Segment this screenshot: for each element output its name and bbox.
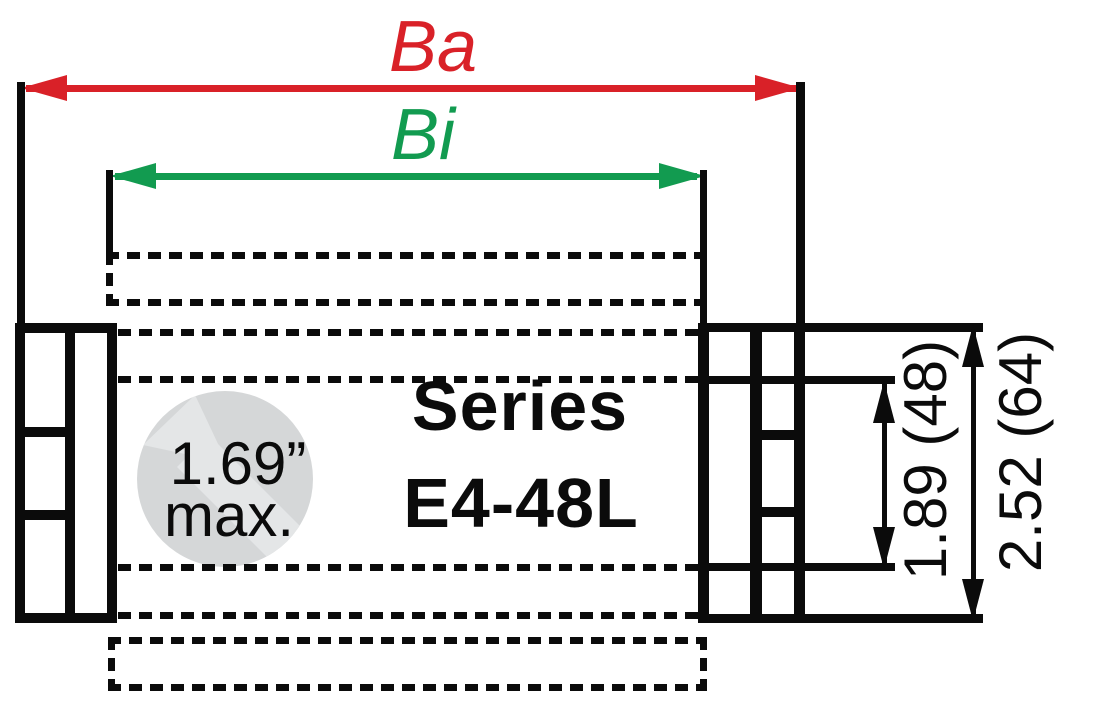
ba-extension-line-left <box>17 82 25 333</box>
bi-dimension-line <box>115 173 697 180</box>
right-band-middle-edge <box>750 323 762 623</box>
top-dashed-crossbar-bottom-line <box>106 299 707 306</box>
bi-dimension-label: Bi <box>391 95 456 175</box>
watermark-arrow-icon <box>143 395 313 567</box>
left-band-outer-edge <box>15 323 25 623</box>
inner-note-value: 1.69” <box>169 430 307 497</box>
inner-height-arrowhead-up-icon <box>873 381 895 423</box>
ba-arrowhead-right-icon <box>755 75 801 101</box>
outer-height-arrowhead-up-icon <box>962 325 984 367</box>
bi-extension-line-right <box>700 170 707 323</box>
inner-height-dimension-label: 1.89 (48) <box>892 339 959 581</box>
inner-height-extension-top <box>698 376 895 384</box>
top-dashed-crossbar-right-line <box>700 252 707 306</box>
outer-height-arrowhead-down-icon <box>962 579 984 621</box>
top-dashed-crossbar-left-line <box>106 252 113 306</box>
left-band-inner-edge <box>107 323 117 623</box>
bi-arrowhead-right-icon <box>659 163 705 189</box>
ba-dimension-line <box>26 85 796 92</box>
cavity-dashed-line-4 <box>118 612 698 619</box>
inner-height-arrowhead-down-icon <box>873 527 895 569</box>
left-band-divider-1 <box>25 427 65 437</box>
inner-height-dimension-line <box>882 384 887 563</box>
bottom-dashed-crossbar-right-line <box>700 637 707 691</box>
right-band-top-edge-extension <box>698 323 983 332</box>
cavity-dashed-line-1 <box>118 329 698 336</box>
right-band-inner-edge <box>698 323 709 623</box>
left-band-middle-edge <box>65 323 75 623</box>
bottom-dashed-crossbar-bottom-line <box>108 684 707 691</box>
ba-extension-line-right <box>796 82 805 327</box>
left-band-divider-2 <box>25 510 65 520</box>
top-dashed-crossbar-top-line <box>106 252 707 259</box>
inner-height-extension-bottom <box>698 563 895 571</box>
cavity-dashed-line-3 <box>118 564 698 571</box>
left-band-bottom-edge <box>15 613 117 623</box>
outer-height-dimension-line <box>971 328 976 615</box>
right-band-divider-2 <box>762 507 794 517</box>
bi-extension-line-left <box>106 170 113 256</box>
bottom-dashed-crossbar-top-line <box>108 637 707 644</box>
bottom-dashed-crossbar-left-line <box>108 637 115 691</box>
right-band-bottom-edge-extension <box>698 614 983 623</box>
outer-height-dimension-label: 2.52 (64) <box>987 331 1054 573</box>
right-band-divider-1 <box>762 430 794 440</box>
watermark-circle <box>137 391 313 567</box>
inner-note-max: max. <box>163 482 295 549</box>
cavity-dashed-line-2 <box>118 376 698 383</box>
ba-arrowhead-left-icon <box>21 75 67 101</box>
ba-dimension-label: Ba <box>389 7 478 87</box>
left-band-top-edge <box>15 323 117 333</box>
series-title-line1: Series <box>411 367 629 445</box>
bi-arrowhead-left-icon <box>110 163 156 189</box>
right-band-outer-edge <box>794 323 805 623</box>
series-title-line2: E4-48L <box>403 464 639 542</box>
